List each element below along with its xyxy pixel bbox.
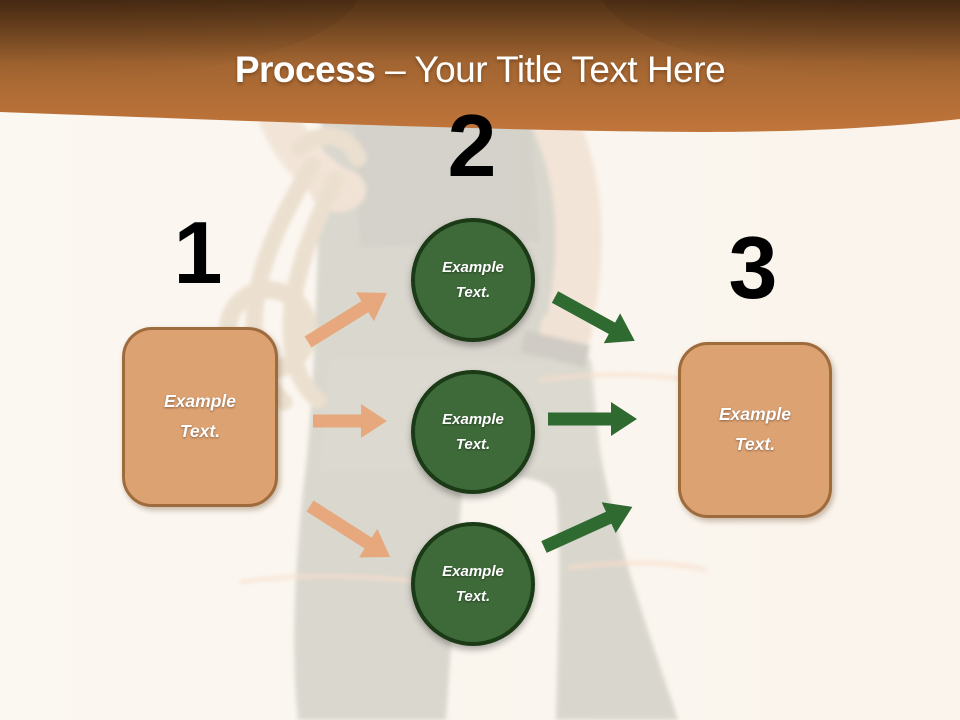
arrow-step1-to-circle2: [313, 404, 387, 438]
arrow-step1-to-circle1: [304, 292, 388, 348]
slide-title: Process – Your Title Text Here: [0, 49, 960, 92]
step2-circle-3: Example Text.: [411, 522, 535, 646]
header-band: [0, 0, 960, 132]
arrow-circle2-to-step3: [548, 402, 637, 436]
step2-circle-2-label: Example Text.: [442, 410, 504, 454]
arrow-step1-to-circle3: [306, 500, 391, 558]
arrow-circle3-to-step3: [541, 502, 633, 553]
step2-circle-2: Example Text.: [411, 370, 535, 494]
step-number-2: 2: [447, 96, 497, 195]
arrow-circle1-to-step3: [551, 291, 635, 344]
slide-title-subtitle: – Your Title Text Here: [385, 49, 726, 90]
step-number-3: 3: [728, 218, 778, 317]
step1-label: Example Text.: [164, 391, 236, 441]
step3-label: Example Text.: [719, 404, 791, 454]
header-corner-shade-left: [0, 0, 360, 83]
step3-box: Example Text.: [678, 342, 832, 518]
step2-circle-1: Example Text.: [411, 218, 535, 342]
step2-circle-1-label: Example Text.: [442, 258, 504, 302]
header-corner-shade-right: [600, 0, 960, 83]
step2-circle-3-label: Example Text.: [442, 562, 504, 606]
step1-box: Example Text.: [122, 327, 278, 507]
slide-title-keyword: Process: [234, 49, 376, 90]
step-number-1: 1: [173, 203, 223, 302]
